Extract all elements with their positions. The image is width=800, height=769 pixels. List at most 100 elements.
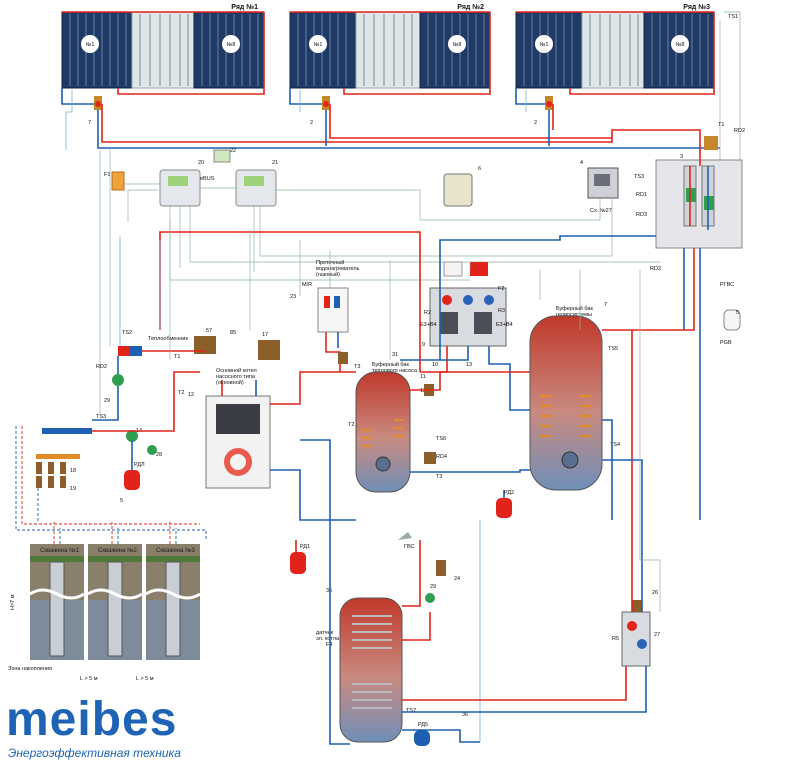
f1-label: F1	[104, 172, 110, 178]
dhw-sensor-2: эл. котла	[316, 636, 340, 642]
dhw-number: 35	[326, 588, 332, 594]
boiler-57: 57	[206, 328, 212, 334]
rd5-label: РД5	[418, 722, 428, 728]
well-2-label: Скважина №2	[98, 547, 138, 554]
right-pump-group: 26 27 R5	[402, 330, 660, 713]
boiler-line-1: Основной котел	[216, 367, 257, 374]
solar-controller-label: Сх. №27	[590, 208, 612, 214]
heating-pump-group: R2 R3 F2 E3+B4 E3+B4 9 10 11 12 13	[400, 261, 560, 411]
wells-zone-label: Зона накопления	[8, 666, 52, 672]
collector-2-left-label: №1	[314, 42, 323, 48]
left-heat-exchanger-group: Теплообменник TS2 TS3 RD2 T2 29 28 14 12…	[15, 330, 207, 540]
group-n13: 13	[466, 362, 472, 368]
left-hx-label: Теплообменник	[148, 336, 188, 342]
buffer-large-ts4: TS4	[610, 442, 620, 448]
water-heater-mr: M/R	[302, 282, 312, 288]
left-19: 19	[70, 486, 76, 492]
meibes-logo: meibes	[6, 693, 178, 746]
solar-pump-station: 3 T1 RD2 RD1 RD3 RD2	[620, 122, 745, 520]
buffer-small-title-1: Буферный бак	[372, 361, 409, 368]
buffer-small-t2: T2	[348, 422, 354, 428]
ebus-label: eBUS	[200, 176, 215, 182]
solar-station-rd1: RD1	[636, 192, 647, 198]
collector-2-title: Ряд №2	[457, 3, 484, 11]
buffer-small-ts6: TS6	[436, 436, 446, 442]
collector-2-right-label: №8	[453, 42, 462, 48]
main-piping	[99, 150, 661, 745]
left-ts3: TS3	[96, 414, 106, 420]
solar-station-rd2: RD2	[734, 128, 745, 134]
collector-1-title: Ряд №1	[231, 3, 258, 11]
buffer-small-rd4: RD4	[436, 454, 447, 460]
rd1-label: РД1	[300, 544, 310, 550]
boiler-t1: T1	[174, 354, 180, 360]
group-e3-left: E3+B4	[420, 322, 437, 328]
brand-block: meibes Энергоэффективная техника	[6, 696, 246, 766]
brand-tagline: Энергоэффективная техника	[8, 746, 181, 760]
buffer-small-t3: T3	[354, 364, 360, 370]
sensor-ts1-label: TS1	[728, 14, 738, 20]
collector-3-left-label: №1	[540, 42, 549, 48]
left-rd2: RD2	[96, 364, 107, 370]
buffer-large-title-2: гелиосистемы	[556, 312, 592, 318]
dhw-36: 36	[462, 712, 468, 718]
group-r2: R2	[424, 310, 431, 316]
expansion-vessel-rdl: РДЛ 5	[120, 440, 145, 504]
boiler-line-2: насосного типа	[216, 374, 256, 380]
group-n9: 9	[422, 342, 425, 348]
buffer-large-no: 7	[604, 302, 607, 308]
collector-3-title: Ряд №3	[683, 3, 710, 11]
expansion-vessels: РД1 РД2 РГВС 5 PGB РД5	[290, 282, 741, 746]
wells-depth: H>7 м	[10, 594, 16, 610]
left-ts2: TS2	[122, 330, 132, 336]
valve-2-number: 2	[310, 120, 313, 126]
dhw-sensor-1: датчик	[316, 630, 334, 636]
collector-row-1: №1 №8 Ряд №1	[61, 3, 265, 89]
dhw-ts7: TS7	[406, 708, 416, 714]
canister-number: 6	[478, 166, 481, 172]
rgvs-number: 5	[736, 310, 739, 316]
controller-20-number: 20	[198, 160, 204, 166]
rdl-label: РДЛ	[134, 462, 145, 468]
group-e3-right: E3+B4	[496, 322, 513, 328]
dhw-29: 29	[430, 584, 436, 590]
geothermal-wells: Скважина №1 Скважина №2 Скважина №3 Зона…	[8, 522, 201, 682]
collector-1-right-label: №8	[227, 42, 236, 48]
boiler-85: 85	[230, 330, 236, 336]
controller-group: F1 eBUS 20 21 22 6 4 Сх. №27 TS3	[104, 148, 660, 281]
collector-1-left-label: №1	[86, 42, 95, 48]
boiler: Основной котел насосного типа (основной)…	[174, 328, 280, 489]
left-18: 18	[70, 468, 76, 474]
collector-3-right-label: №8	[676, 42, 685, 48]
water-heater-title-3: (газовый)	[316, 271, 340, 278]
buffer-small-title-2: теплового насоса	[372, 368, 418, 374]
collector-piping	[61, 11, 741, 170]
wells-distance-1: L > 5 м	[80, 676, 98, 682]
well-1-label: Скважина №1	[40, 547, 80, 554]
left-29: 29	[104, 398, 110, 404]
boiler-17: 17	[262, 332, 268, 338]
right-pump-27: 27	[654, 632, 660, 638]
collector-valves: 7 2 2	[88, 96, 553, 126]
group-r3: R3	[498, 308, 505, 314]
group-n12: 12	[420, 388, 426, 394]
controller-21-number: 21	[272, 160, 278, 166]
gas-water-heater: Проточный водонагреватель (газовый) M/R …	[290, 259, 360, 372]
left-28: 28	[156, 452, 162, 458]
solar-controller-number: 4	[580, 160, 583, 166]
buffer-small-no: 31	[392, 352, 398, 358]
buffer-tank-solar: Буферный бак гелиосистемы 7 TS5 TS4	[529, 302, 620, 491]
right-pump-26: 26	[652, 590, 658, 596]
buffer-tank-heatpump: Буферный бак теплового насоса 31 TS6 RD4…	[338, 352, 447, 493]
wells-distance-2: L > 5 м	[136, 676, 154, 682]
group-f2: F2	[498, 286, 504, 292]
group-n10: 10	[432, 362, 438, 368]
solar-station-t1: T1	[718, 122, 724, 128]
left-t2: T2	[178, 390, 184, 396]
controller-22-number: 22	[230, 148, 236, 154]
boiler-line-3: (основной)	[216, 379, 244, 386]
left-12: 12	[188, 392, 194, 398]
rd2-label: РД2	[504, 490, 514, 496]
water-heater-no: 23	[290, 294, 296, 300]
